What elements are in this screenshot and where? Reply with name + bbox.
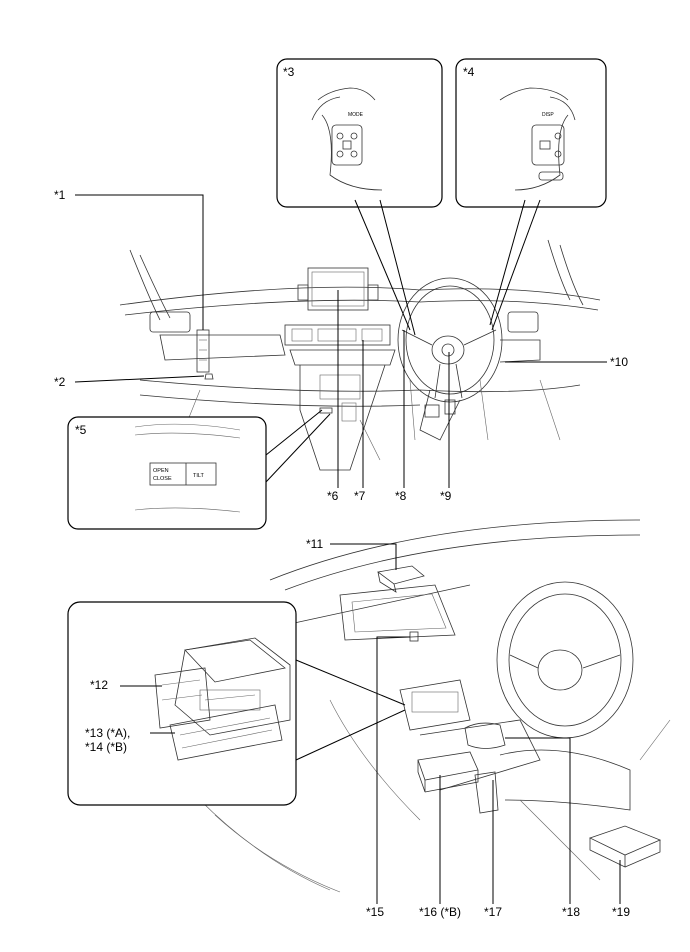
callout-3: *3 [283,65,295,79]
callout-2: *2 [54,375,66,389]
leader-4b [489,199,526,326]
tilt-label: TILT [193,473,205,479]
callout-11: *11 [306,537,323,551]
leader-15 [376,636,410,904]
leader-11 [330,543,397,570]
callout-6: *6 [327,489,339,503]
callout-4: *4 [463,65,475,79]
callout-17: *17 [484,905,502,919]
inset-audio-unit: *12 *13 (*A), *14 (*B) [67,601,297,806]
callout-14: *14 (*B) [85,740,127,754]
inset-4-steering-switch-right: DISP *4 [455,58,607,208]
callout-9: *9 [440,489,452,503]
open-label: OPEN [153,468,169,474]
callout-5: *5 [75,423,87,437]
callout-10: *10 [610,355,628,369]
callout-12: *12 [90,678,108,692]
callout-18: *18 [562,905,580,919]
inset-5-display-switch: OPEN CLOSE TILT *5 [67,416,267,530]
inset-3-steering-switch-left: MODE *3 [276,58,443,208]
leader-inset-a [295,659,406,706]
callout-16: *16 (*B) [419,905,461,919]
callout-19: *19 [612,905,630,919]
callout-13: *13 (*A), [85,726,130,740]
callout-1: *1 [54,188,66,202]
interior-illustration [199,519,671,893]
leader-inset-b [295,709,406,761]
leader-3b [379,199,416,336]
callout-8: *8 [395,489,407,503]
leader-5a [265,409,323,456]
disp-switch-label: DISP [542,112,554,118]
mode-switch-label: MODE [348,112,364,118]
leader-4 [491,199,541,331]
leader-3 [354,199,411,331]
callout-7: *7 [354,489,366,503]
leader-18 [505,737,571,904]
callout-15: *15 [366,905,384,919]
leader-5b [265,413,331,483]
leader-2 [74,375,205,383]
leader-1 [75,194,204,330]
close-label: CLOSE [153,476,172,482]
